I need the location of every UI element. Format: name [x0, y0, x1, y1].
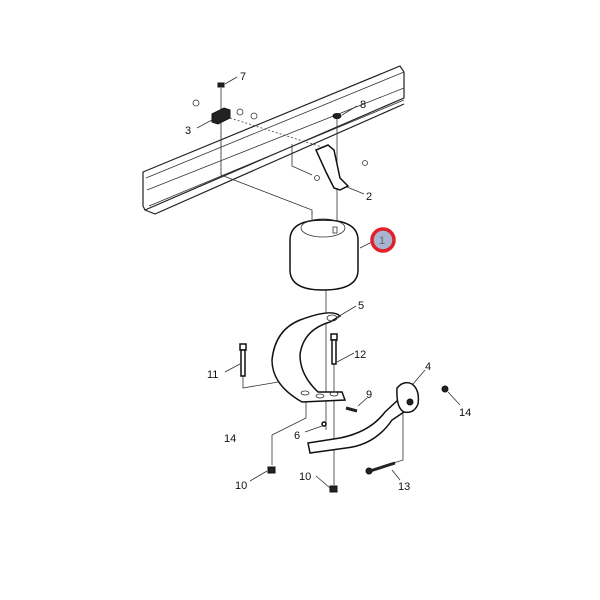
bracket-2 — [314, 144, 368, 191]
bolt-9 — [345, 406, 358, 413]
callout-label-13: 13 — [398, 481, 410, 493]
leaf-spring-4 — [307, 381, 420, 454]
bolt-13 — [365, 461, 396, 475]
callout-label-1: 1 — [379, 235, 385, 247]
callout-label-14b: 14 — [224, 433, 236, 445]
highlight-ring — [370, 227, 396, 253]
bracket-3 — [192, 99, 258, 125]
callout-label-14a: 14 — [459, 407, 471, 419]
callout-1-highlight[interactable]: 1 — [370, 227, 396, 253]
bolt-12 — [330, 333, 338, 365]
callout-label-9: 9 — [366, 389, 372, 401]
frame-rail — [142, 65, 405, 215]
nut-7 — [217, 82, 225, 88]
nut-10b — [329, 485, 338, 493]
pin-6 — [321, 421, 327, 427]
callout-label-3: 3 — [185, 125, 191, 137]
callout-label-12: 12 — [354, 349, 366, 361]
callout-label-8: 8 — [360, 99, 366, 111]
callout-label-4: 4 — [425, 361, 431, 373]
air-spring-1 — [289, 212, 373, 291]
callout-label-10a: 10 — [235, 480, 247, 492]
callout-label-10b: 10 — [299, 471, 311, 483]
nut-10a — [267, 466, 276, 474]
washer-8 — [332, 113, 342, 119]
bolt-11 — [239, 343, 247, 377]
callout-label-2: 2 — [366, 191, 372, 203]
callout-label-11: 11 — [207, 369, 218, 381]
callout-label-6: 6 — [294, 430, 300, 442]
callout-leaders — [196, 76, 461, 489]
nut-14 — [441, 385, 449, 393]
callout-label-5: 5 — [358, 300, 364, 312]
callout-label-7: 7 — [240, 71, 246, 83]
